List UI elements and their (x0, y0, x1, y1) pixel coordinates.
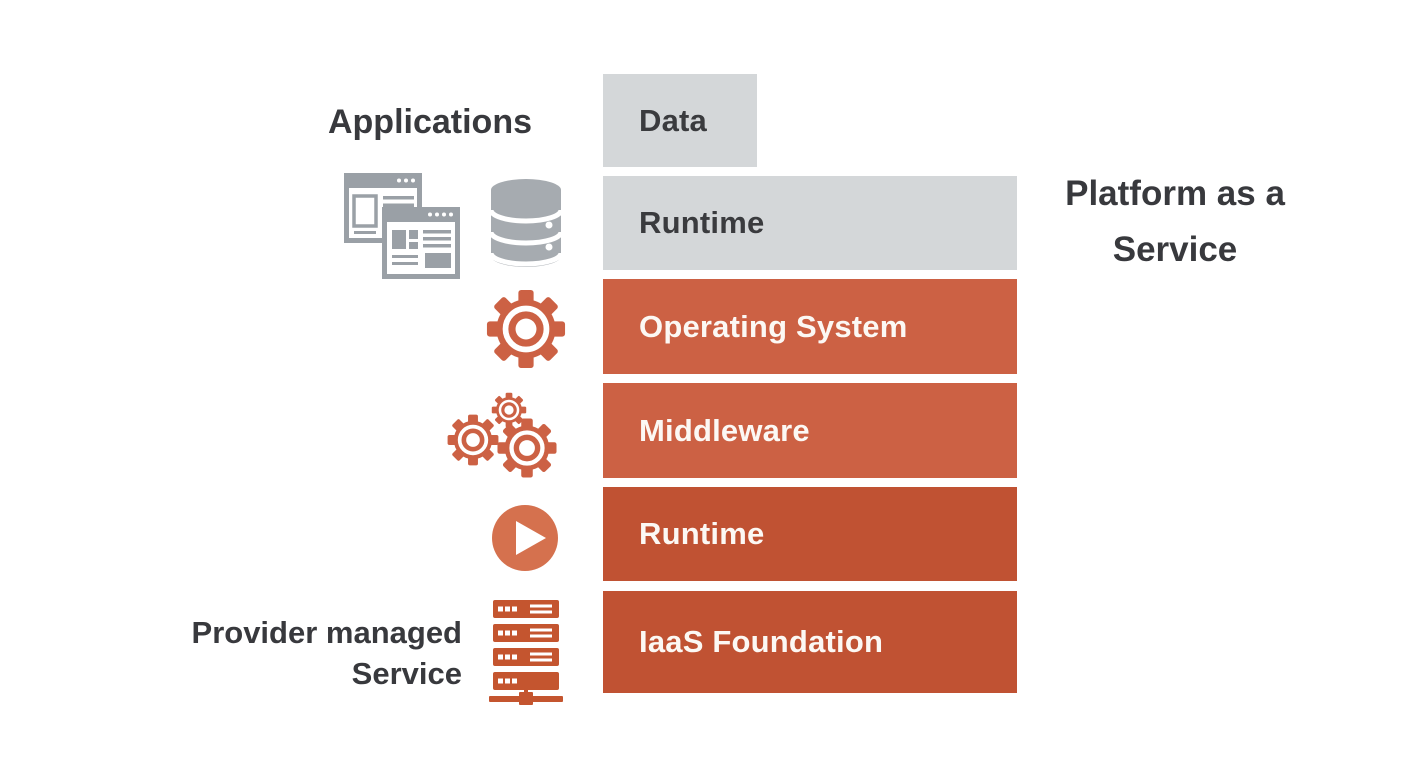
stack-box-middleware-label: Middleware (639, 412, 810, 448)
stack-box-runtime-paas-label: Runtime (639, 205, 765, 240)
stack-box-runtime-paas: Runtime (603, 176, 1017, 270)
stack-box-data-label: Data (639, 102, 707, 138)
paas-label-line2: Service (1112, 230, 1238, 269)
stack-box-operating-system: Operating System (603, 279, 1017, 374)
gears-cluster-icon (445, 391, 565, 484)
applications-label: Applications (327, 103, 533, 141)
database-icon (488, 179, 564, 267)
provider-managed-line2: Service (351, 656, 462, 691)
stack-box-runtime-provider-label: Runtime (639, 516, 765, 551)
play-icon (492, 505, 558, 571)
gear-icon (486, 288, 566, 370)
provider-managed-line1: Provider managed (191, 615, 462, 650)
platform-as-a-service-label: Platform as a Service (1040, 166, 1310, 278)
stack-box-data: Data (603, 74, 757, 167)
browser-windows-icon (344, 173, 460, 279)
stack-box-iaas-foundation: IaaS Foundation (603, 591, 1017, 693)
stack-box-operating-system-label: Operating System (639, 308, 908, 344)
stack-box-runtime-provider: Runtime (603, 487, 1017, 581)
provider-managed-label: Provider managed Service (150, 612, 462, 694)
paas-label-line1: Platform as a (1065, 174, 1285, 213)
server-rack-icon (489, 600, 563, 705)
stack-box-iaas-foundation-label: IaaS Foundation (639, 624, 884, 659)
stack-box-middleware: Middleware (603, 383, 1017, 478)
